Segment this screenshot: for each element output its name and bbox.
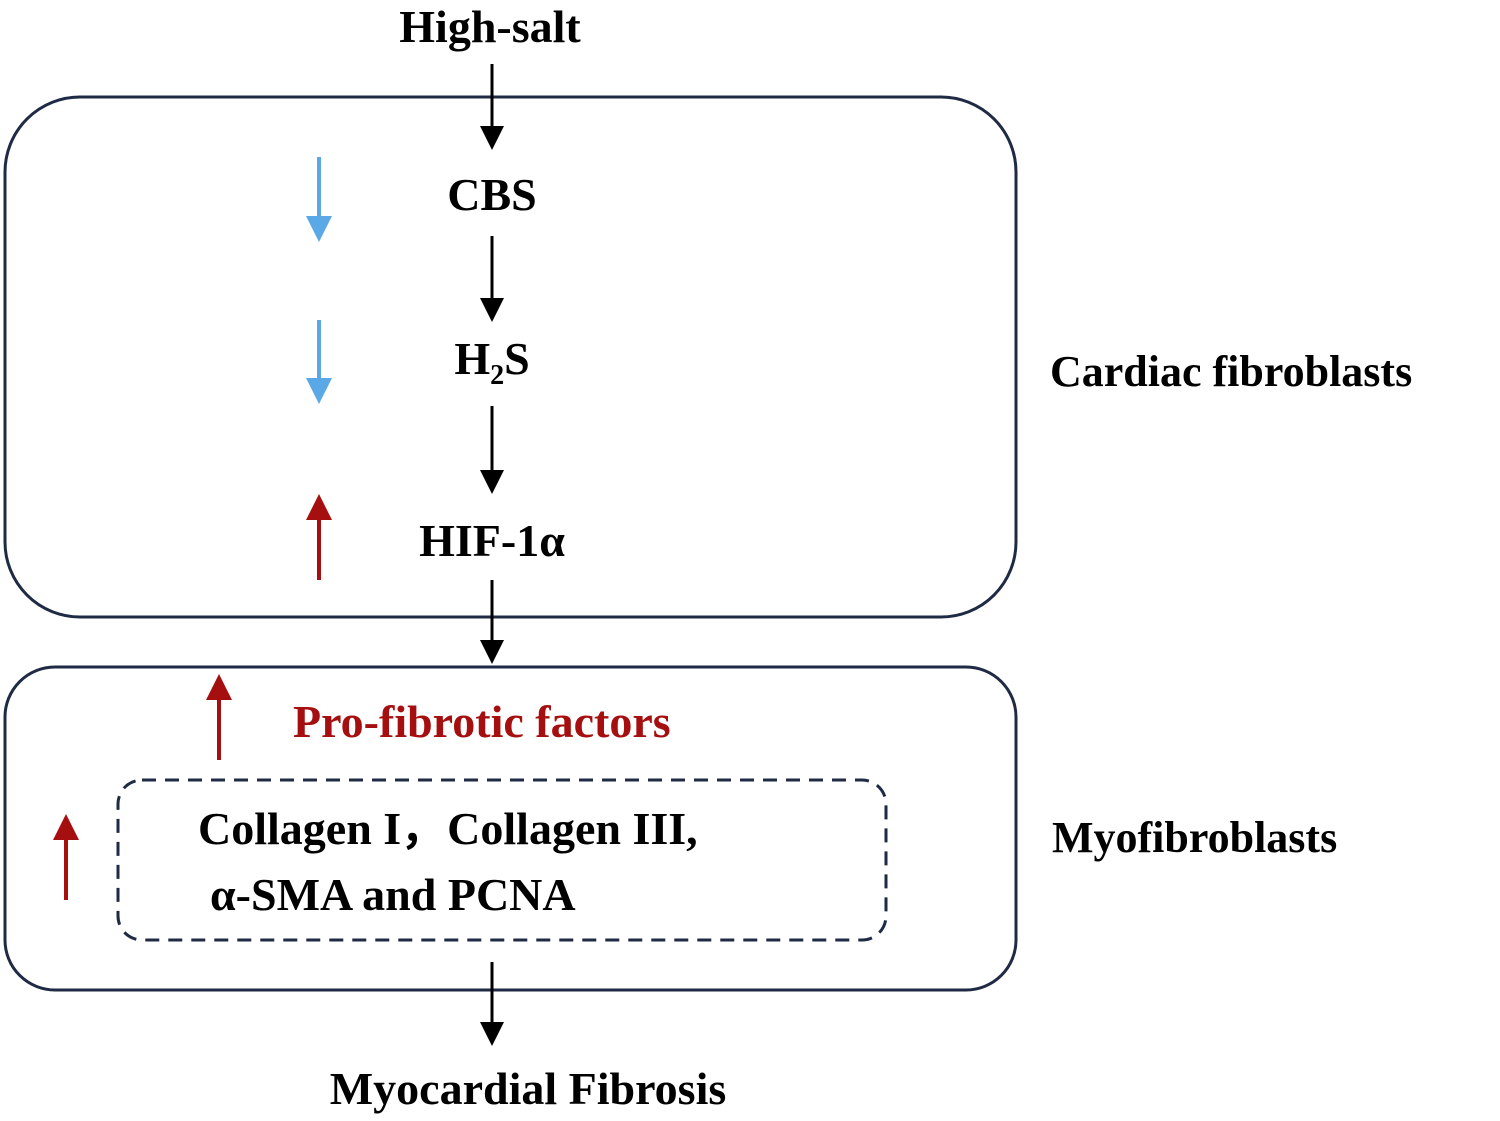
high-salt-label: High-salt [399,1,581,52]
pro-fibrotic-increase-arrow-up-icon [206,674,232,760]
h2s-decrease-arrow-down-icon [306,320,332,404]
cbs-label: CBS [447,169,537,220]
cardiac-fibroblasts-box [3,95,1018,619]
myofibroblasts-box [3,665,1018,992]
markers-dashed-box [116,778,888,942]
markers-increase-arrow-up-icon [53,814,79,900]
flow-arrows [480,64,504,1046]
arrow-down-icon [480,962,504,1046]
pro-fibrotic-factors-label: Pro-fibrotic factors [293,696,671,747]
h2s-main-text: H [454,333,491,384]
arrow-down-icon [480,64,504,150]
decrease-indicators [306,157,332,404]
hif-label: HIF-1α [419,515,565,566]
cardiac-fibroblasts-label: Cardiac fibroblasts [1050,347,1413,396]
arrow-down-icon [480,406,504,494]
arrow-down-icon [480,236,504,322]
h2s-label: H2S [454,333,530,390]
myofibroblasts-label: Myofibroblasts [1052,813,1338,862]
increase-indicators [53,494,332,900]
cbs-decrease-arrow-down-icon [306,157,332,242]
markers-line-1: Collagen I，Collagen III, [198,803,698,854]
hif-increase-arrow-up-icon [306,494,332,580]
h2s-subscript: 2 [490,360,505,391]
h2s-tail-text: S [504,333,530,384]
myocardial-fibrosis-label: Myocardial Fibrosis [329,1063,727,1114]
arrow-down-icon [480,580,504,664]
markers-line-2: α-SMA and PCNA [210,869,576,920]
